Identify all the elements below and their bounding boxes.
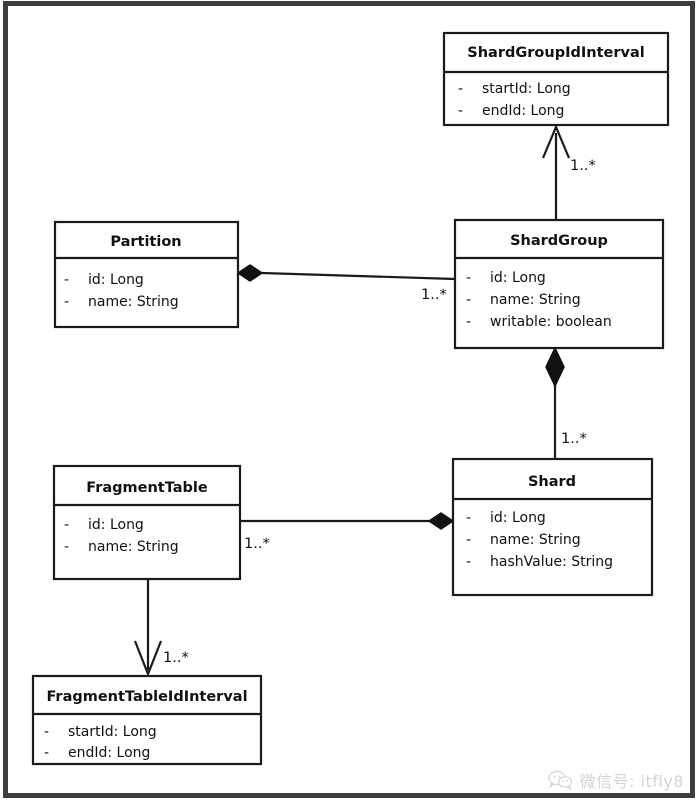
attribute-visibility: -: [458, 103, 463, 119]
open-arrow-icon: [133, 640, 163, 678]
class-name-label: ShardGroupIdInterval: [467, 45, 644, 61]
attribute-visibility: -: [458, 81, 463, 97]
attribute-label: name: String: [490, 292, 581, 308]
class-box-frame: [31, 674, 263, 766]
attribute-label: id: Long: [490, 270, 546, 286]
attribute-visibility: -: [44, 745, 49, 761]
class-name-label: Shard: [528, 474, 576, 490]
relationship-shardgroup-to-shard: 1..*: [545, 346, 587, 459]
class-name-label: Partition: [110, 234, 181, 250]
attribute-visibility: -: [466, 314, 471, 330]
class-box-frame: [52, 464, 242, 581]
class-box-shard[interactable]: Shard - id: Long - name: String - hashVa…: [451, 457, 654, 597]
filled-diamond-icon: [236, 264, 264, 282]
class-box-frame: [53, 220, 240, 329]
attribute-visibility: -: [466, 510, 471, 526]
attribute-label: name: String: [88, 294, 179, 310]
relationship-fragmenttable-to-fragmenttableidinterval: 1..*: [133, 579, 189, 678]
class-box-frame: [442, 31, 670, 127]
attribute-label: id: Long: [88, 272, 144, 288]
attribute-label: startId: Long: [68, 724, 157, 740]
relationship-shardgroup-to-shardgroupidinterval: 1..*: [541, 124, 596, 220]
class-name-label: FragmentTable: [86, 480, 208, 496]
attribute-label: endId: Long: [68, 745, 150, 761]
class-box-frame: [451, 457, 654, 597]
diagram-frame: [3, 1, 695, 798]
attribute-visibility: -: [64, 272, 69, 288]
relationship-fragmenttable-to-shard: 1..*: [240, 512, 455, 552]
multiplicity-label: 1..*: [570, 158, 596, 174]
class-name-label: FragmentTableIdInterval: [46, 689, 247, 705]
class-box-partition[interactable]: Partition - id: Long - name: String: [53, 220, 240, 329]
multiplicity-label: 1..*: [163, 650, 189, 666]
attribute-label: id: Long: [88, 517, 144, 533]
attribute-label: id: Long: [490, 510, 546, 526]
filled-diamond-icon: [545, 346, 565, 388]
attribute-visibility: -: [64, 539, 69, 555]
open-arrow-icon: [541, 124, 571, 159]
class-name-label: ShardGroup: [510, 233, 608, 249]
attribute-visibility: -: [64, 517, 69, 533]
attribute-label: name: String: [88, 539, 179, 555]
filled-diamond-icon: [427, 512, 455, 530]
attribute-visibility: -: [466, 532, 471, 548]
relationship-partition-to-shardgroup: 1..*: [236, 264, 456, 303]
class-box-fragment-table[interactable]: FragmentTable - id: Long - name: String: [52, 464, 242, 581]
attribute-label: writable: boolean: [490, 314, 612, 330]
attribute-label: endId: Long: [482, 103, 564, 119]
attribute-visibility: -: [64, 294, 69, 310]
class-box-shard-group-id-interval[interactable]: ShardGroupIdInterval - startId: Long - e…: [442, 31, 670, 127]
relationship-line: [261, 271, 456, 281]
attribute-visibility: -: [44, 724, 49, 740]
attribute-label: hashValue: String: [490, 554, 613, 570]
multiplicity-label: 1..*: [421, 287, 447, 303]
attribute-visibility: -: [466, 554, 471, 570]
attribute-visibility: -: [466, 270, 471, 286]
attribute-label: name: String: [490, 532, 581, 548]
attribute-visibility: -: [466, 292, 471, 308]
class-box-frame: [453, 218, 665, 350]
multiplicity-label: 1..*: [561, 431, 587, 447]
class-box-shard-group[interactable]: ShardGroup - id: Long - name: String - w…: [453, 218, 665, 350]
attribute-label: startId: Long: [482, 81, 571, 97]
class-box-fragment-table-id-interval[interactable]: FragmentTableIdInterval - startId: Long …: [31, 674, 263, 766]
multiplicity-label: 1..*: [244, 536, 270, 552]
